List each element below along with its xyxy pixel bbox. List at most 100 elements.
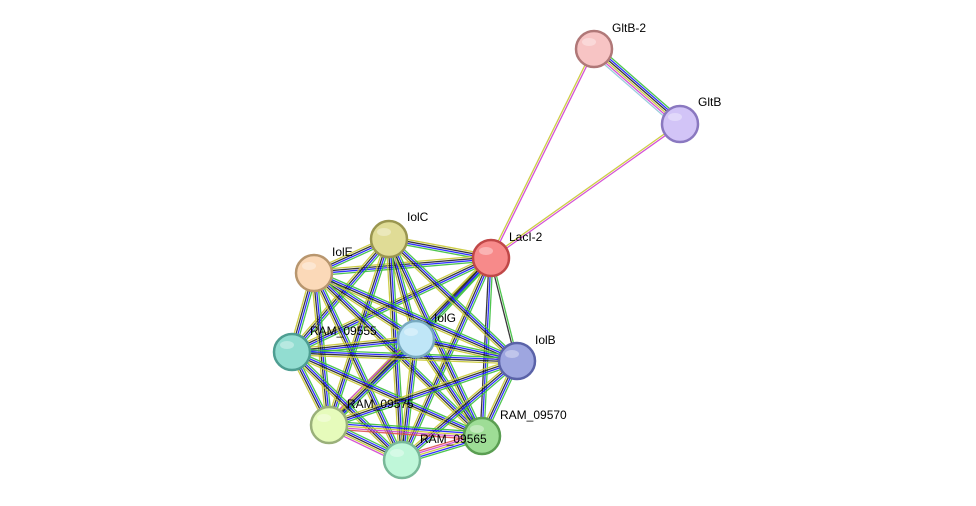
- edge-line: [289, 236, 388, 351]
- node-label: GltB: [698, 95, 721, 109]
- edge-line: [328, 424, 483, 437]
- edge-line: [290, 354, 482, 440]
- edge-GltB-2-LacI-2: [489, 48, 596, 259]
- edge-line: [291, 256, 491, 352]
- node-label: RAM_09555: [310, 324, 377, 338]
- edge-line: [400, 359, 517, 460]
- edge-line: [389, 237, 519, 361]
- edge-line: [390, 237, 486, 436]
- node-circle[interactable]: [309, 405, 349, 445]
- edge-IolG-RAM_09555: [291, 335, 417, 356]
- edge-line: [479, 257, 490, 436]
- edge-line: [291, 335, 416, 350]
- node-highlight: [302, 262, 316, 270]
- edge-GltB-LacI-2: [490, 122, 681, 260]
- edge-line: [329, 361, 518, 427]
- node-circle[interactable]: [294, 253, 334, 293]
- node-circle[interactable]: [272, 332, 312, 372]
- edge-line: [291, 354, 517, 365]
- node-label: IolG: [434, 311, 456, 325]
- node-circle[interactable]: [574, 29, 614, 69]
- edge-line: [312, 273, 329, 426]
- node-IolG[interactable]: IolG: [396, 311, 456, 359]
- edge-line: [290, 352, 402, 462]
- edge-line: [310, 273, 327, 426]
- edge-line: [316, 272, 333, 425]
- edge-line: [325, 335, 414, 423]
- edge-line: [490, 122, 680, 258]
- edge-line: [328, 426, 482, 439]
- edge-line: [291, 337, 416, 352]
- edge-line: [327, 337, 416, 425]
- edge-line: [387, 239, 517, 363]
- node-circle[interactable]: [462, 416, 502, 456]
- node-circle[interactable]: [396, 319, 436, 359]
- edge-line: [331, 239, 393, 427]
- node-highlight: [470, 425, 484, 433]
- edge-line: [329, 422, 483, 435]
- edge-IolE-IolB: [312, 269, 519, 365]
- edge-line: [314, 260, 492, 277]
- node-highlight: [280, 341, 294, 349]
- edge-line: [399, 358, 516, 459]
- edge-line: [313, 273, 517, 363]
- edge-line: [596, 44, 684, 121]
- node-highlight: [377, 228, 391, 236]
- edge-line: [314, 272, 404, 460]
- edge-line: [403, 362, 520, 463]
- node-label: GltB-2: [612, 21, 646, 35]
- edge-line: [325, 237, 387, 425]
- node-RAM_09575[interactable]: RAM_09575: [309, 397, 414, 445]
- edge-RAM_09575-RAM_09570: [328, 420, 483, 441]
- node-label: LacI-2: [509, 230, 543, 244]
- node-IolC[interactable]: IolC: [369, 210, 429, 259]
- node-circle[interactable]: [369, 219, 409, 259]
- node-highlight: [505, 350, 519, 358]
- edge-line: [329, 420, 483, 433]
- node-GltB-2[interactable]: GltB-2: [574, 21, 646, 69]
- node-label: RAM_09565: [420, 432, 487, 446]
- node-highlight: [479, 247, 493, 255]
- edge-line: [386, 240, 516, 364]
- edge-line: [329, 339, 418, 427]
- node-label: IolC: [407, 210, 429, 224]
- node-RAM_09570[interactable]: RAM_09570: [462, 408, 567, 456]
- edge-IolE-RAM_09575: [310, 272, 333, 426]
- node-circle[interactable]: [471, 238, 511, 278]
- node-circle[interactable]: [497, 341, 537, 381]
- node-label: RAM_09575: [347, 397, 414, 411]
- edge-line: [402, 361, 519, 462]
- node-highlight: [390, 449, 404, 457]
- node-circle[interactable]: [660, 104, 700, 144]
- edge-line: [292, 350, 518, 361]
- edge-line: [310, 273, 401, 462]
- node-highlight: [317, 414, 331, 422]
- node-highlight: [404, 328, 418, 336]
- edge-line: [328, 428, 482, 441]
- node-label: RAM_09570: [500, 408, 567, 422]
- edge-line: [313, 254, 491, 271]
- node-LacI-2[interactable]: LacI-2: [471, 230, 543, 278]
- edge-RAM_09555-RAM_09565: [289, 349, 405, 463]
- node-IolE[interactable]: IolE: [294, 245, 353, 293]
- node-IolB[interactable]: IolB: [497, 333, 556, 381]
- node-highlight: [668, 113, 682, 121]
- edge-line: [590, 52, 678, 129]
- edge-line: [292, 341, 417, 356]
- edge-line: [390, 236, 520, 360]
- node-RAM_09565[interactable]: RAM_09565: [382, 432, 487, 480]
- node-circle[interactable]: [382, 440, 422, 480]
- edge-line: [289, 353, 401, 463]
- edge-IolB-RAM_09575: [327, 357, 519, 429]
- edge-IolC-IolB: [386, 236, 520, 364]
- node-RAM_09555[interactable]: RAM_09555: [272, 324, 377, 372]
- edge-line: [489, 48, 594, 258]
- node-GltB[interactable]: GltB: [660, 95, 721, 144]
- edge-line: [314, 269, 519, 359]
- edge-line: [491, 124, 681, 260]
- edge-line: [385, 239, 400, 461]
- node-label: IolE: [332, 245, 353, 259]
- node-label: IolB: [535, 333, 556, 347]
